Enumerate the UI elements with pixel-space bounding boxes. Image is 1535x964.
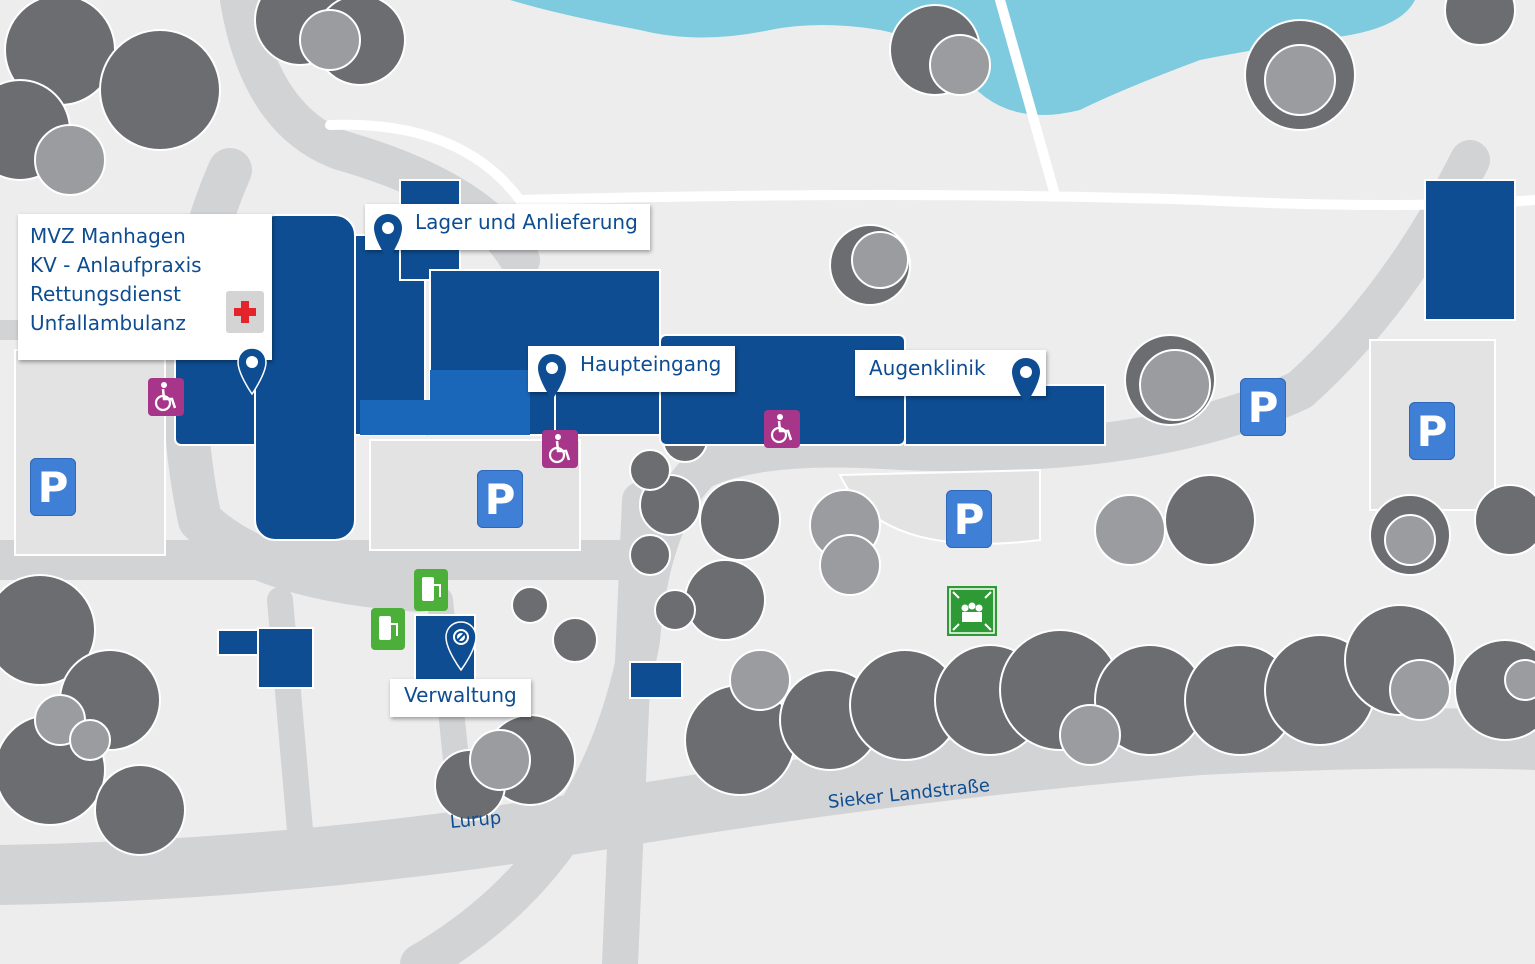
mvz-label[interactable]: MVZ Manhagen KV - Anlaufpraxis Rettungsd…	[18, 214, 272, 360]
wheelchair-icon	[764, 410, 800, 448]
first-aid-icon	[226, 291, 264, 333]
location-pin-icon	[236, 346, 268, 400]
footpaths	[325, 0, 1535, 210]
assembly-point-icon	[947, 586, 997, 636]
ev-charging-icon	[414, 569, 448, 611]
mvz-line-4: Unfallambulanz	[30, 311, 186, 335]
location-pin-icon	[1010, 356, 1042, 410]
location-pin-icon	[372, 212, 404, 266]
no-entry-pin-icon	[444, 620, 478, 676]
location-pin-icon	[536, 352, 568, 406]
verwaltung-label[interactable]: Verwaltung	[390, 679, 531, 717]
wheelchair-icon	[148, 378, 184, 416]
buildings-light	[360, 370, 530, 435]
parking-icon: P	[30, 458, 76, 516]
mvz-line-3: Rettungsdienst	[30, 282, 181, 306]
verwaltung-text: Verwaltung	[404, 683, 517, 707]
parking-icon: P	[1409, 402, 1455, 460]
augenklinik-text: Augenklinik	[869, 356, 986, 380]
lager-label[interactable]: Lager und Anlieferung	[365, 204, 650, 250]
haupteingang-text: Haupteingang	[580, 352, 722, 376]
mvz-line-1: MVZ Manhagen	[30, 224, 186, 248]
trees-light	[34, 9, 1535, 791]
ev-charging-icon	[371, 608, 405, 650]
road-label-lurup: Lurup	[449, 807, 503, 833]
lager-text: Lager und Anlieferung	[415, 210, 638, 234]
wheelchair-icon	[542, 430, 578, 468]
parking-icon: P	[946, 490, 992, 548]
haupteingang-label[interactable]: Haupteingang	[528, 346, 736, 392]
mvz-line-2: KV - Anlaufpraxis	[30, 253, 202, 277]
parking-icon: P	[477, 470, 523, 528]
parking-icon: P	[1240, 378, 1286, 436]
